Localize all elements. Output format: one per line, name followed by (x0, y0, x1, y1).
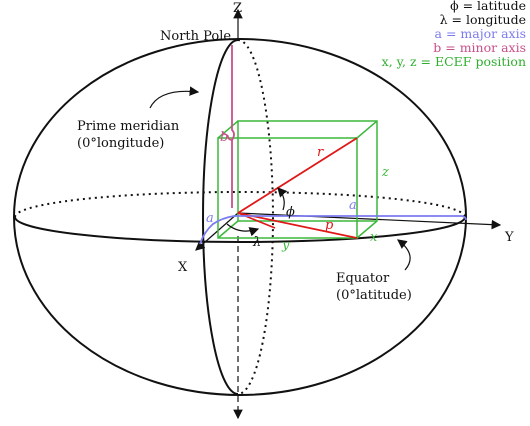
p-vector (237, 212, 358, 239)
legend-ecef-position: x, y, z = ECEF position (382, 54, 526, 69)
prime-meridian-sub-label: (0°longitude) (77, 136, 164, 151)
y-axis-line (237, 212, 502, 230)
legend-latitude: ϕ = latitude (450, 0, 526, 13)
legend-minor-axis: b = minor axis (433, 40, 526, 55)
legend-major-axis: a = major axis (435, 26, 526, 41)
legend-longitude: λ = longitude (440, 12, 526, 27)
prime-meridian-front (202, 39, 239, 395)
y-label: y (281, 238, 290, 253)
ellipsoid-outline (13, 38, 467, 396)
z-label: z (381, 165, 389, 180)
major-axis-a-label-right: a (349, 198, 357, 213)
legend: ϕ = latitude λ = longitude a = major axi… (382, 0, 526, 69)
latitude-arc (277, 187, 288, 211)
r-vector (237, 137, 358, 214)
prime-meridian-callout (149, 86, 200, 109)
equator-front (14, 216, 466, 243)
north-pole-label: North Pole (160, 29, 231, 44)
major-axis-bracket (199, 215, 467, 245)
z-axis-label: Z (233, 1, 242, 16)
r-label: r (317, 145, 324, 160)
x-label: x (370, 230, 378, 245)
prime-meridian-label: Prime meridian (77, 119, 180, 134)
ecef-box (217, 120, 378, 239)
x-axis-line (195, 212, 239, 251)
equator-callout (397, 239, 411, 271)
p-label: p (325, 218, 334, 233)
major-axis-a-label-left: a (206, 211, 214, 226)
y-axis-label: Y (504, 230, 514, 245)
minor-axis-b-label: b (220, 130, 228, 145)
minor-axis-brace (221, 132, 233, 141)
longitude-arc (226, 223, 260, 237)
equator-label: Equator (336, 271, 390, 286)
phi-label: ϕ (286, 205, 295, 220)
equator-back (14, 191, 466, 218)
equator-sub-label: (0°latitude) (336, 288, 412, 303)
lambda-label: λ (252, 235, 261, 250)
minor-axis-bracket (231, 45, 235, 208)
x-axis-label: X (178, 260, 188, 275)
